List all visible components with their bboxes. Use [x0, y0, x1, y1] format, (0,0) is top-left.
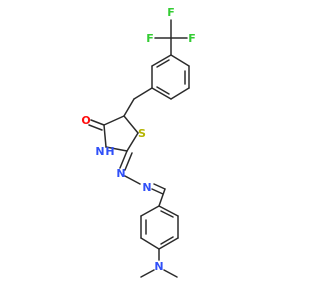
dimethylamino-nitrogen-label: N	[154, 260, 163, 273]
bond-lines	[88, 19, 190, 278]
oxygen-label: O	[81, 114, 90, 127]
atom-labels: F F F S O N H N N N	[81, 6, 195, 273]
fluorine-right-label: F	[188, 32, 196, 45]
imine-nitrogen-label: N	[116, 167, 125, 180]
sulfur-label: S	[138, 127, 146, 140]
molecule-structure: F F F S O N H N N N	[81, 6, 196, 278]
amide-hydrogen-label: H	[105, 145, 114, 158]
hydrazone-nitrogen-label: N	[142, 181, 151, 194]
fluorine-left-label: F	[146, 32, 154, 45]
fluorine-top-label: F	[167, 6, 175, 19]
amide-nitrogen-label: N	[95, 145, 104, 158]
